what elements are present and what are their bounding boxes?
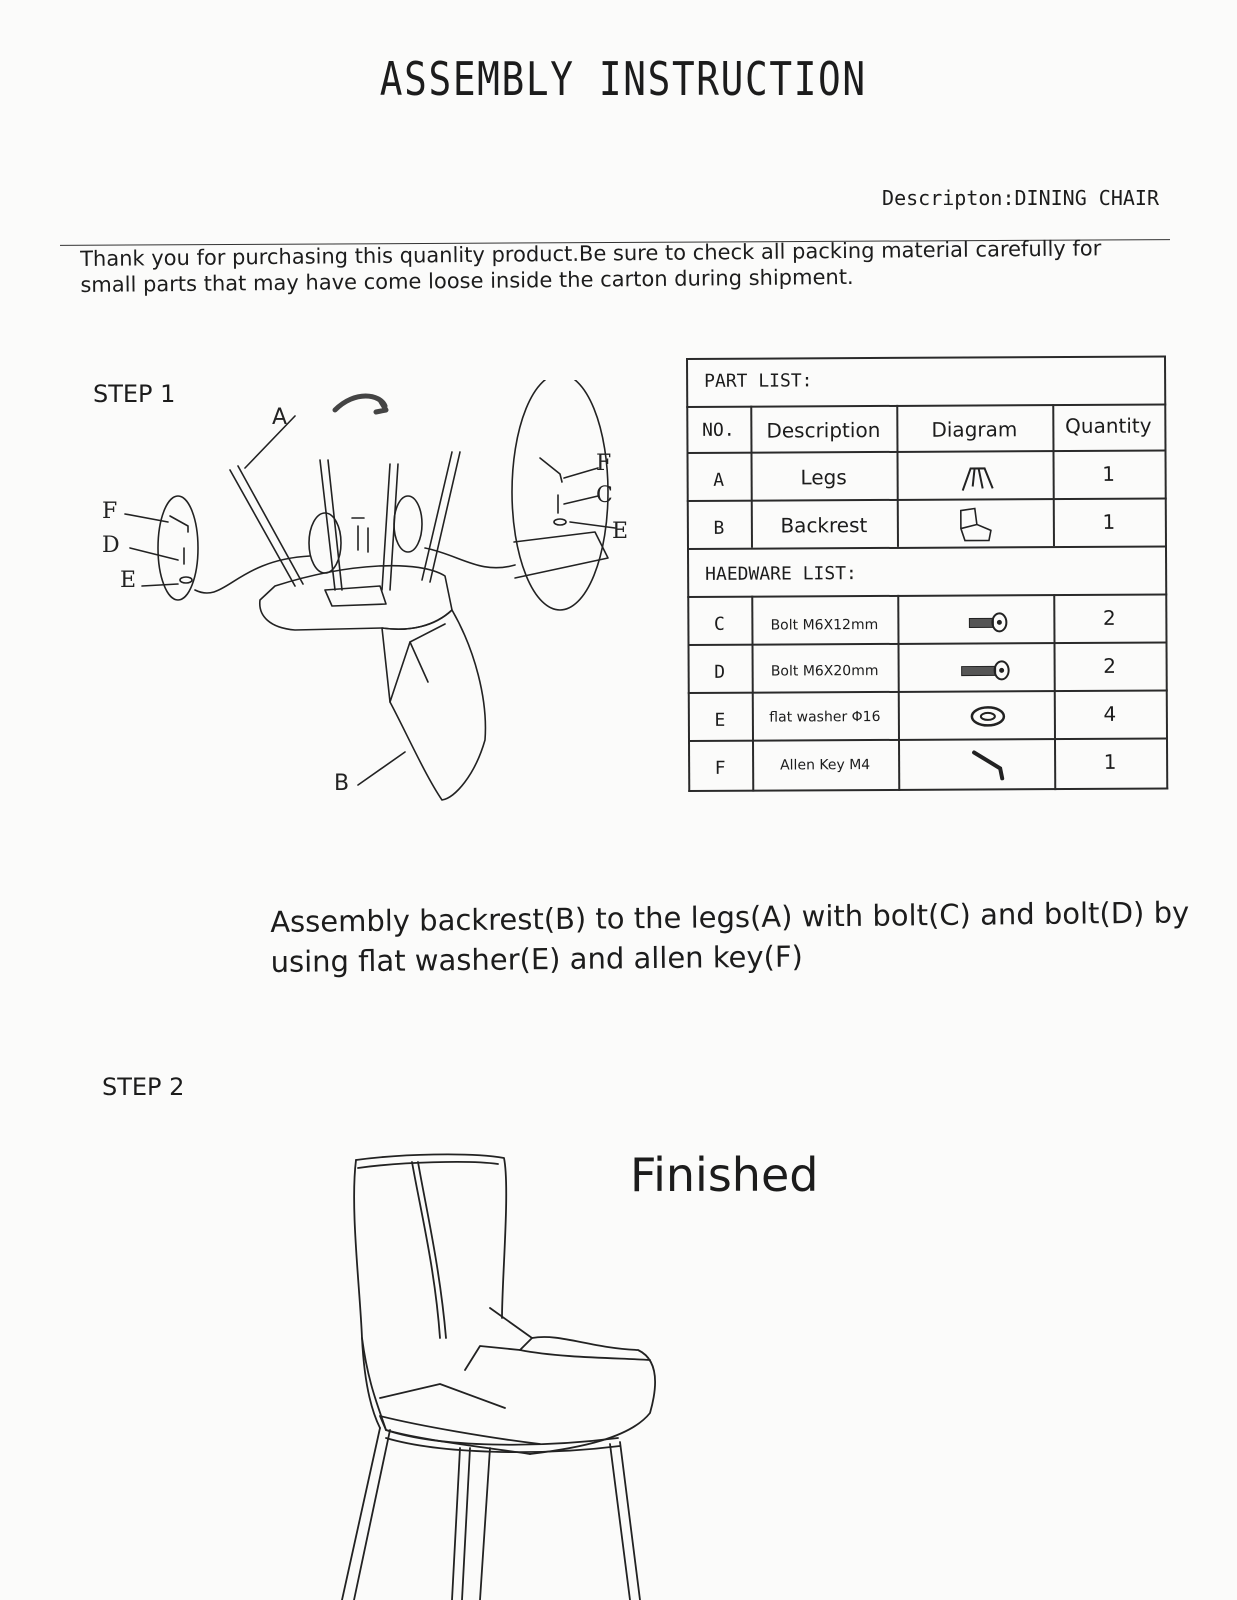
hw-c-no: C	[713, 613, 725, 635]
callout-d: D	[102, 533, 120, 558]
step-1-label: STEP 1	[93, 380, 176, 408]
part-b-description: Backrest	[780, 513, 868, 538]
hw-f-description: Allen Key M4	[780, 757, 871, 774]
hw-e-description: flat washer Φ16	[769, 708, 881, 726]
part-list-title: PART LIST:	[704, 370, 813, 392]
callout-f-right: F	[596, 451, 611, 476]
rotate-arrow-icon	[332, 393, 389, 415]
hw-c-description: Bolt M6X12mm	[770, 616, 879, 634]
part-b-no: B	[713, 517, 725, 539]
hw-f-no: F	[714, 757, 726, 779]
callout-e-left: E	[120, 568, 136, 593]
intro-paragraph: Thank you for purchasing this quanlity p…	[80, 236, 1102, 297]
parts-table: PART LIST: NO. Description Diagram Quant…	[686, 355, 1169, 792]
callout-c: C	[596, 483, 613, 508]
finished-label: Finished	[630, 1148, 819, 1202]
callout-a: A	[272, 405, 287, 430]
document-title: ASSEMBLY INSTRUCTION	[379, 52, 867, 106]
callout-e-right: E	[612, 519, 628, 544]
step-1-diagram: A F D E F C E B	[102, 380, 628, 801]
short-bolt-icon	[968, 612, 1008, 633]
hw-f-quantity: 1	[1103, 749, 1117, 774]
part-a-no: A	[713, 469, 725, 491]
backrest-icon	[959, 507, 992, 542]
hw-c-quantity: 2	[1102, 605, 1116, 630]
hw-d-description: Bolt M6X20mm	[770, 662, 879, 680]
part-a-quantity: 1	[1102, 461, 1116, 486]
step-2-label: STEP 2	[102, 1073, 185, 1101]
callout-b: B	[334, 771, 349, 796]
col-header-diagram: Diagram	[931, 417, 1018, 442]
callout-f-left: F	[102, 499, 117, 524]
part-b-quantity: 1	[1102, 509, 1116, 534]
product-description: Descripton:DINING CHAIR	[882, 186, 1159, 210]
assembly-instruction: Assembly backrest(B) to the legs(A) with…	[270, 895, 1190, 979]
finished-chair-illustration	[341, 1153, 657, 1600]
part-a-description: Legs	[800, 465, 847, 490]
col-header-quantity: Quantity	[1065, 413, 1152, 439]
hw-d-no: D	[714, 661, 726, 683]
hw-e-quantity: 4	[1103, 701, 1117, 726]
allen-key-icon	[972, 750, 1005, 781]
hw-d-quantity: 2	[1103, 653, 1117, 678]
washer-icon	[970, 706, 1006, 727]
col-header-no: NO.	[702, 419, 735, 441]
legs-icon	[961, 467, 994, 491]
long-bolt-icon	[961, 660, 1010, 681]
hw-e-no: E	[714, 709, 726, 731]
col-header-description: Description	[766, 417, 881, 443]
hardware-list-title: HAEDWARE LIST:	[705, 563, 857, 585]
